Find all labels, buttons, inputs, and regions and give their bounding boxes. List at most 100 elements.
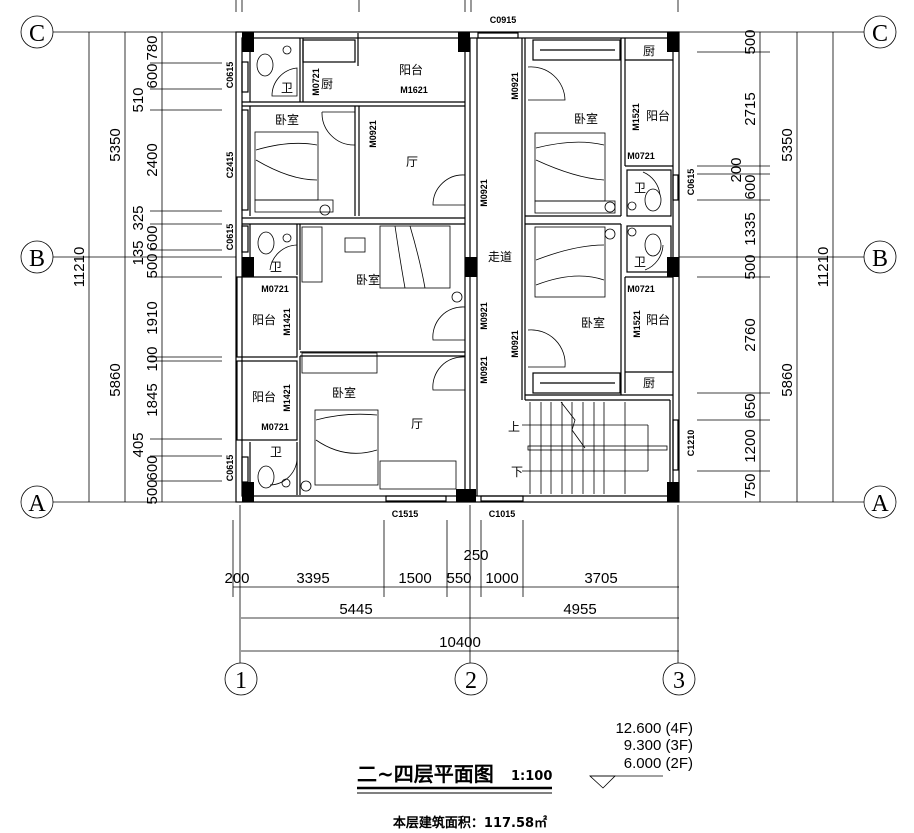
svg-text:C1515: C1515 (392, 509, 419, 519)
svg-text:4955: 4955 (563, 601, 596, 618)
svg-text:10400: 10400 (439, 634, 481, 651)
svg-text:1845: 1845 (144, 383, 161, 416)
svg-text:500: 500 (742, 29, 759, 54)
svg-text:M0921: M0921 (510, 72, 520, 100)
title-text: 二~四层平面图 (357, 762, 494, 786)
svg-text:M0721: M0721 (261, 422, 289, 432)
svg-text:11210: 11210 (71, 247, 88, 288)
svg-text:C1015: C1015 (489, 509, 516, 519)
svg-text:B: B (872, 246, 888, 272)
room-label-corridor: 走道 (488, 250, 512, 264)
room-label-bedroom: 卧室 (356, 272, 380, 287)
svg-text:C0915: C0915 (490, 15, 517, 25)
svg-text:A: A (28, 491, 46, 517)
room-labels: 卫 厨 阳台 卧室 厅 卫 卧室 阳台 阳台 卧室 厅 卫 走道 厨 阳台 卧室… (252, 44, 670, 479)
svg-text:M0921: M0921 (479, 179, 489, 207)
svg-text:650: 650 (742, 393, 759, 418)
room-label-balcony: 阳台 (252, 389, 276, 404)
axis-bubble-c-right: C (863, 15, 897, 49)
svg-text:2400: 2400 (144, 143, 161, 176)
svg-text:C1210: C1210 (686, 430, 696, 457)
svg-text:C0615: C0615 (225, 224, 235, 251)
svg-text:A: A (871, 491, 889, 517)
room-label-balcony: 阳台 (252, 312, 276, 327)
svg-text:C0615: C0615 (686, 169, 696, 196)
room-label-bedroom: 卧室 (574, 111, 598, 126)
svg-text:M0921: M0921 (479, 302, 489, 330)
room-label-bedroom: 卧室 (275, 112, 299, 127)
svg-text:1000: 1000 (485, 570, 518, 587)
svg-text:M0721: M0721 (627, 151, 655, 161)
svg-text:600: 600 (144, 455, 161, 480)
svg-text:780: 780 (144, 35, 161, 60)
svg-text:250: 250 (463, 547, 488, 564)
doors (269, 66, 664, 486)
svg-text:1500: 1500 (398, 570, 431, 587)
svg-text:1910: 1910 (144, 301, 161, 334)
drawing-title: 二~四层平面图 1:100 本层建筑面积：117.58㎡ (357, 762, 552, 831)
svg-text:2715: 2715 (742, 92, 759, 125)
svg-text:5350: 5350 (107, 128, 124, 161)
svg-text:B: B (29, 246, 45, 272)
svg-text:C0615: C0615 (225, 62, 235, 89)
walls (235, 31, 680, 503)
room-label-balcony: 阳台 (646, 312, 670, 327)
axis-bubble-2: 2 (454, 662, 488, 696)
svg-text:600: 600 (144, 225, 161, 250)
svg-text:C: C (29, 21, 45, 47)
svg-text:M0721: M0721 (311, 68, 321, 96)
axis-bubble-b-left: B (20, 240, 54, 274)
svg-text:405: 405 (130, 432, 147, 457)
room-label-bath: 卫 (270, 445, 282, 459)
svg-text:9.300 (3F): 9.300 (3F) (624, 737, 693, 754)
svg-text:1335: 1335 (742, 212, 759, 245)
svg-text:M0921: M0921 (479, 356, 489, 384)
svg-text:600: 600 (742, 174, 759, 199)
bottom-dimensions: 200 3395 1500 550 250 1000 3705 5445 495… (224, 520, 679, 652)
columns (242, 32, 679, 502)
svg-text:5860: 5860 (779, 363, 796, 396)
room-label-kitchen: 厨 (643, 376, 655, 390)
svg-text:C0615: C0615 (225, 455, 235, 482)
svg-text:5860: 5860 (107, 363, 124, 396)
axis-bubble-a-right: A (863, 485, 897, 519)
elevation-marker: 12.600 (4F) 9.300 (3F) 6.000 (2F) (588, 720, 693, 789)
opening-codes: M0721 M1621 C0615 M0921 C2415 C0615 M072… (225, 15, 696, 519)
svg-text:6.000 (2F): 6.000 (2F) (624, 755, 693, 772)
svg-text:M1621: M1621 (400, 85, 428, 95)
svg-text:M1521: M1521 (632, 310, 642, 338)
svg-text:M1421: M1421 (282, 384, 292, 412)
room-label-balcony: 阳台 (399, 62, 423, 77)
staircase (522, 401, 668, 494)
svg-text:3: 3 (673, 668, 685, 694)
room-label-kitchen: 厨 (643, 44, 655, 58)
axis-bubble-b-right: B (863, 240, 897, 274)
axis-bubble-3: 3 (662, 662, 696, 696)
svg-text:600: 600 (144, 63, 161, 88)
svg-text:11210: 11210 (815, 247, 832, 288)
svg-text:1200: 1200 (742, 429, 759, 462)
svg-text:3705: 3705 (584, 570, 617, 587)
right-dimensions: 500 2715 200 600 1335 500 2760 650 1200 … (697, 29, 834, 502)
room-label-bedroom: 卧室 (332, 385, 356, 400)
room-label-bath: 卫 (270, 260, 282, 274)
furniture (254, 45, 662, 492)
left-dimensions: 11210 5350 5860 780 600 510 2400 325 600… (71, 32, 222, 505)
svg-text:550: 550 (446, 570, 471, 587)
room-label-bath: 卫 (634, 255, 646, 269)
axis-grid: C B A C B A 1 2 3 (20, 0, 897, 696)
svg-text:M1521: M1521 (631, 103, 641, 131)
room-label-bedroom: 卧室 (581, 315, 605, 330)
svg-text:M0921: M0921 (368, 120, 378, 148)
svg-text:M0721: M0721 (627, 284, 655, 294)
svg-text:200: 200 (728, 157, 745, 182)
room-label-kitchen: 厨 (321, 77, 333, 91)
svg-text:500: 500 (144, 479, 161, 504)
svg-text:M0921: M0921 (510, 330, 520, 358)
axis-bubble-a-left: A (20, 485, 54, 519)
axis-bubble-c-left: C (20, 15, 54, 49)
stair-down-label: 下 (511, 465, 523, 479)
axis-bubble-1: 1 (224, 662, 258, 696)
svg-text:3395: 3395 (296, 570, 329, 587)
